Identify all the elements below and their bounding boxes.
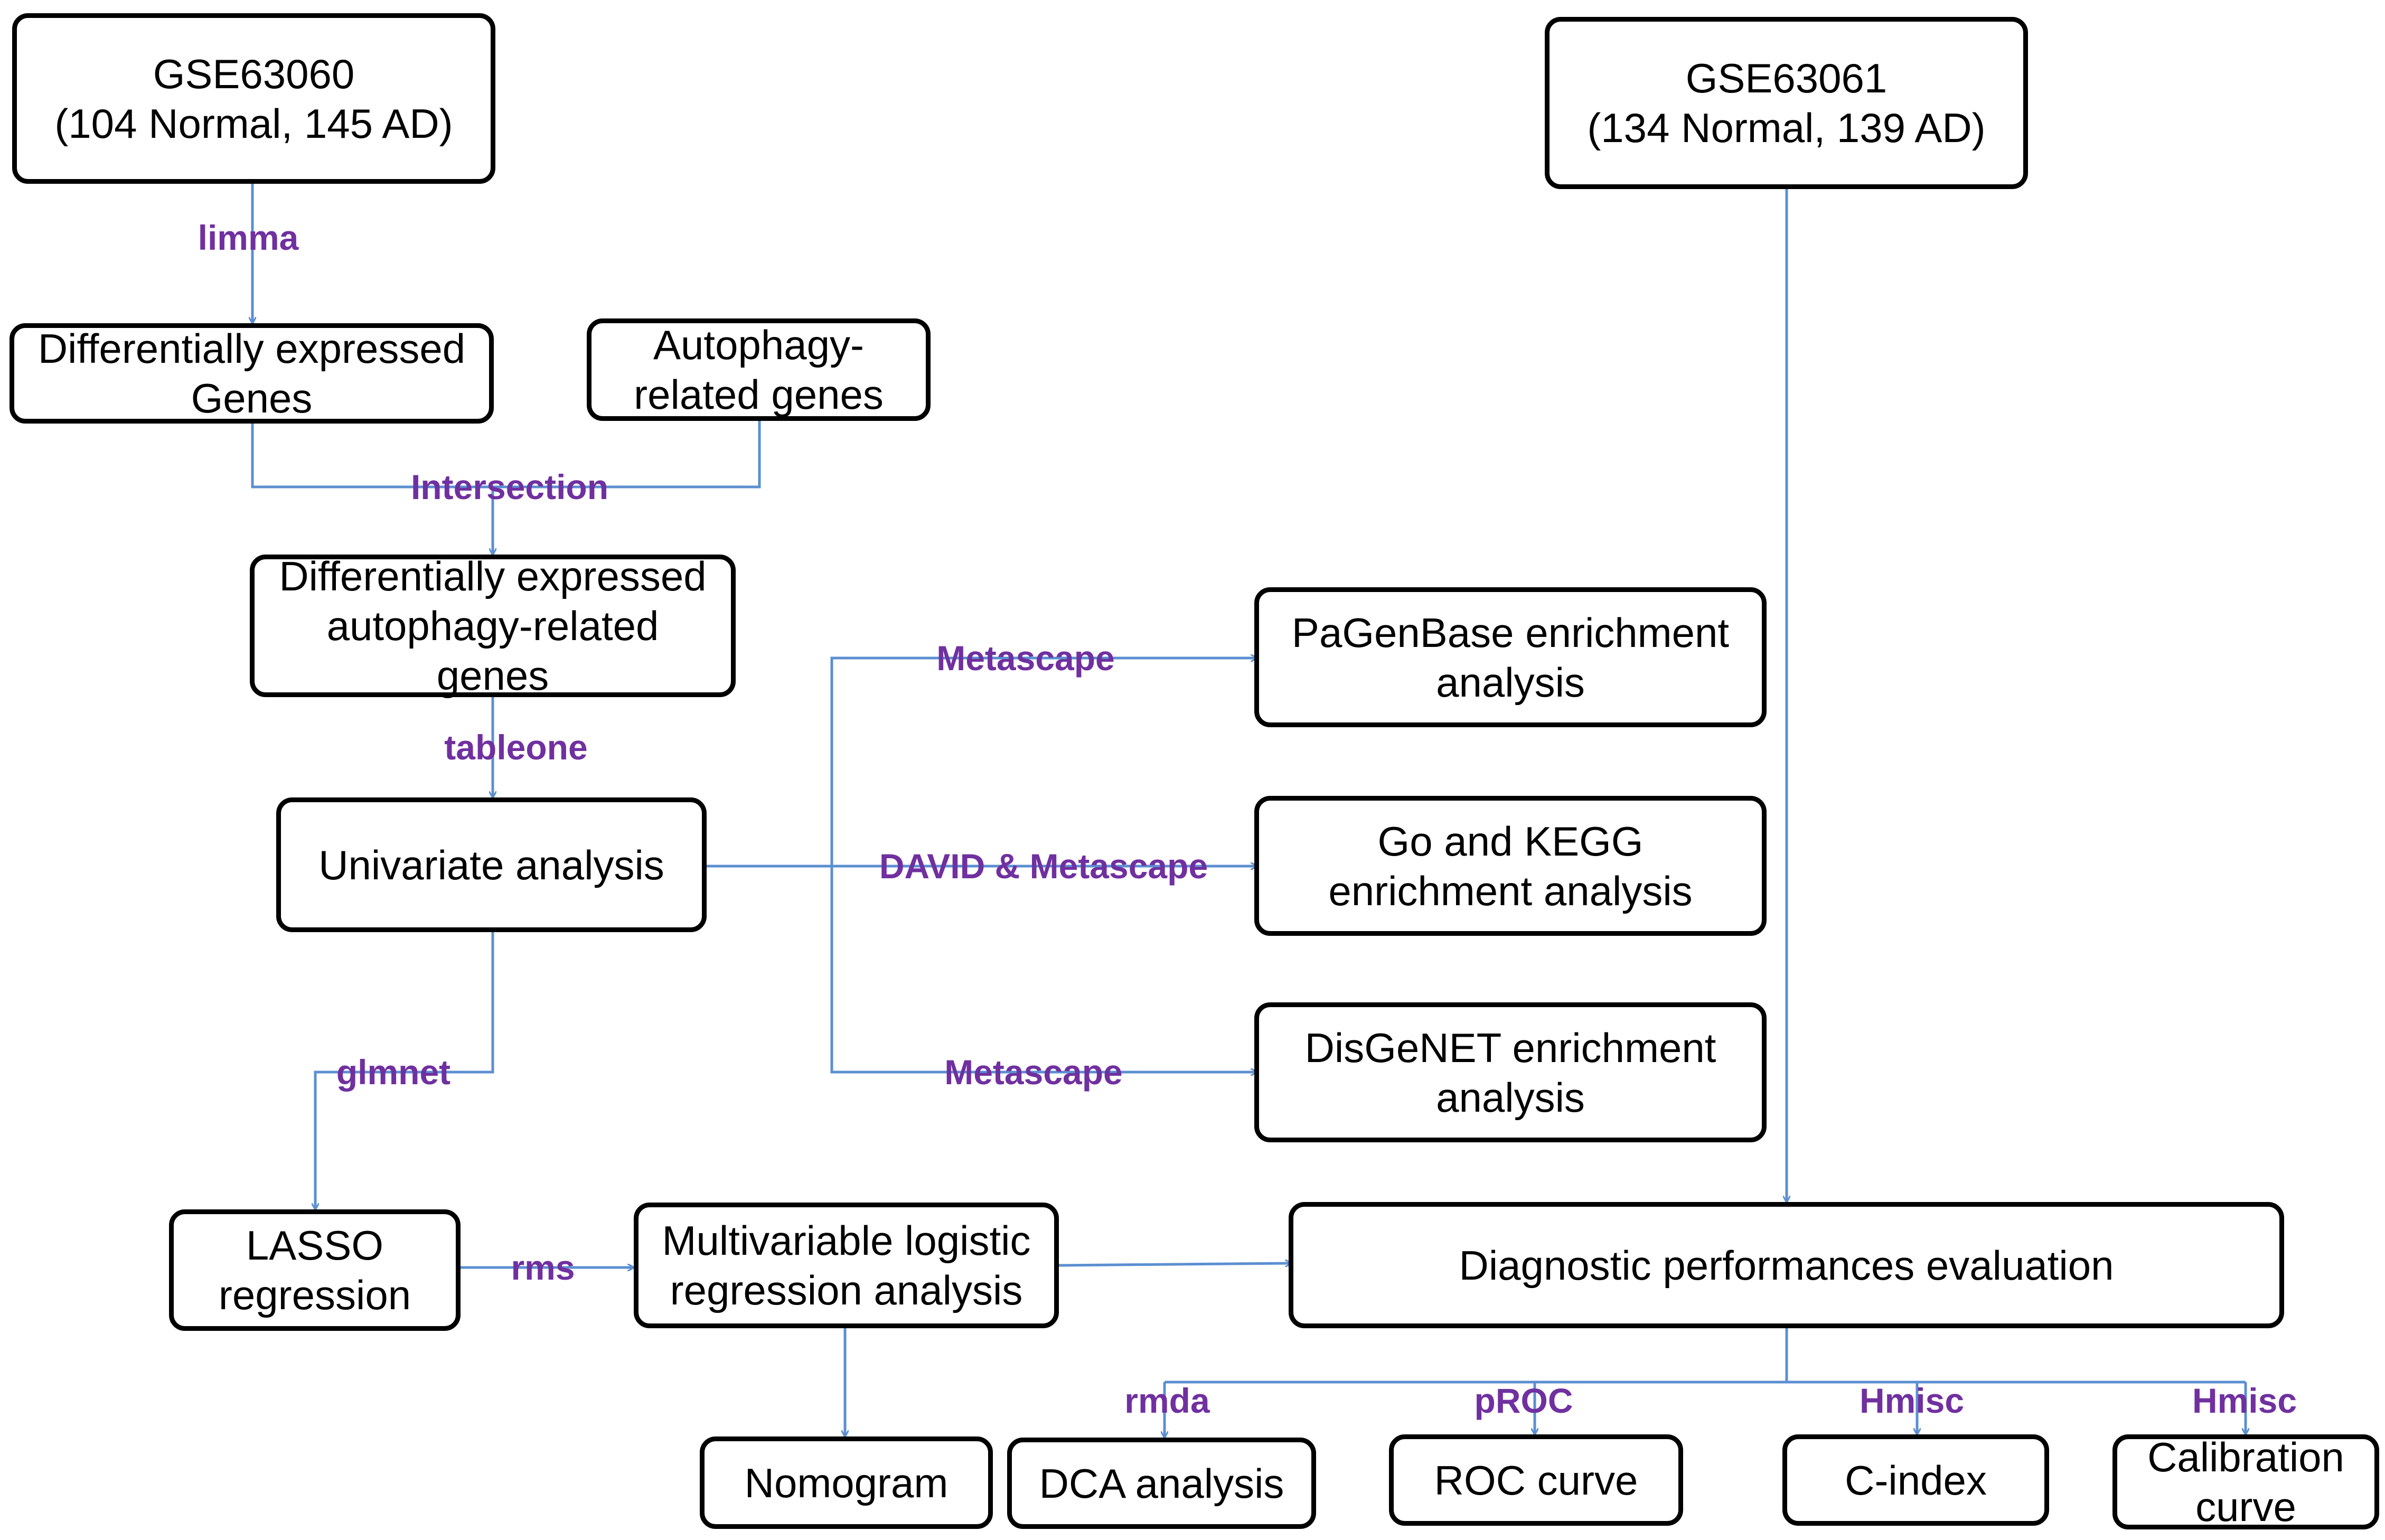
pagenbase-box: PaGenBase enrichment analysis: [1254, 587, 1767, 727]
connector-multivariable-to-diagnostic: [1056, 1263, 1291, 1265]
connector-branch-to-disgenet: [830, 866, 1257, 1072]
multivariable-regression-box: Multivariable logistic regression analys…: [634, 1203, 1059, 1328]
node-line: DCA analysis: [1039, 1460, 1284, 1507]
diagnostic-evaluation-box: Diagnostic performances evaluation: [1289, 1202, 2284, 1328]
node-line: PaGenBase enrichment: [1291, 609, 1730, 656]
node-line: Differentially expressed: [37, 325, 466, 372]
node-line: Differentially expressed: [279, 553, 707, 599]
c-index-box: C-index: [1782, 1434, 2049, 1526]
node-line: regression: [218, 1272, 411, 1318]
node-line: LASSO: [246, 1222, 384, 1269]
tool-label-david-metascape: DAVID & Metascape: [879, 847, 1208, 886]
node-line: Calibration: [2147, 1434, 2344, 1480]
calibration-curve-box: Calibration curve: [2112, 1434, 2379, 1530]
roc-curve-box: ROC curve: [1389, 1434, 1683, 1526]
tool-label-intersection: Intersection: [410, 467, 609, 506]
tool-label-limma: limma: [198, 218, 299, 257]
dearg-box: Differentially expressed autophagy-relat…: [250, 553, 736, 699]
node-line: enrichment analysis: [1328, 867, 1693, 914]
dataset-gse63061-box: GSE63061 (134 Normal, 139 AD): [1545, 17, 2028, 189]
node-line: regression analysis: [670, 1267, 1023, 1313]
node-line: curve: [2195, 1483, 2296, 1530]
tool-label-metascape-pagenbase: Metascape: [936, 638, 1115, 678]
node-line: Go and KEGG: [1377, 818, 1644, 865]
node-line: Univariate analysis: [318, 841, 664, 888]
tool-label-tableone: tableone: [444, 728, 588, 767]
node-line: (134 Normal, 139 AD): [1587, 105, 1986, 151]
tool-label-hmisc-cindex: Hmisc: [1859, 1381, 1965, 1420]
go-kegg-box: Go and KEGG enrichment analysis: [1254, 796, 1767, 936]
univariate-analysis-box: Univariate analysis: [276, 797, 707, 932]
node-line: DisGeNET enrichment: [1304, 1024, 1716, 1071]
connector-degs-intersection: [251, 421, 761, 489]
node-line: analysis: [1436, 1074, 1585, 1121]
tool-label-hmisc-calibration: Hmisc: [2192, 1381, 2297, 1420]
node-line: GSE63061: [1685, 55, 1888, 101]
node-line: Autophagy-: [653, 322, 864, 368]
node-line: analysis: [1436, 659, 1585, 706]
autophagy-genes-box: Autophagy- related genes: [587, 318, 931, 421]
nomogram-box: Nomogram: [700, 1436, 993, 1529]
tool-label-metascape-disgenet: Metascape: [944, 1053, 1123, 1092]
tool-label-rmda: rmda: [1124, 1381, 1210, 1420]
tool-label-rms: rms: [511, 1248, 575, 1287]
node-line: Multivariable logistic: [662, 1217, 1031, 1264]
dca-analysis-box: DCA analysis: [1007, 1438, 1316, 1529]
node-line: related genes: [634, 371, 884, 418]
node-line: Diagnostic performances evaluation: [1459, 1242, 2114, 1289]
node-line: autophagy-related: [326, 603, 659, 649]
tool-label-proc: pROC: [1474, 1381, 1573, 1420]
node-line: ROC curve: [1434, 1457, 1638, 1504]
connector-diagnostic-bus: [1165, 1328, 2246, 1384]
node-line: (104 Normal, 145 AD): [54, 100, 453, 147]
node-line: Nomogram: [744, 1459, 949, 1506]
node-line: Genes: [191, 375, 313, 421]
disgenet-box: DisGeNET enrichment analysis: [1254, 1002, 1767, 1142]
node-line: C-index: [1845, 1457, 1987, 1504]
node-line: GSE63060: [153, 50, 355, 97]
dataset-gse63060-box: GSE63060 (104 Normal, 145 AD): [12, 13, 495, 184]
lasso-regression-box: LASSO regression: [169, 1209, 461, 1331]
tool-label-glmnet: glmnet: [336, 1053, 451, 1092]
node-line: genes: [436, 652, 549, 699]
connector-univariate-to-lasso: [315, 932, 494, 1209]
degs-box: Differentially expressed Genes: [10, 323, 494, 424]
